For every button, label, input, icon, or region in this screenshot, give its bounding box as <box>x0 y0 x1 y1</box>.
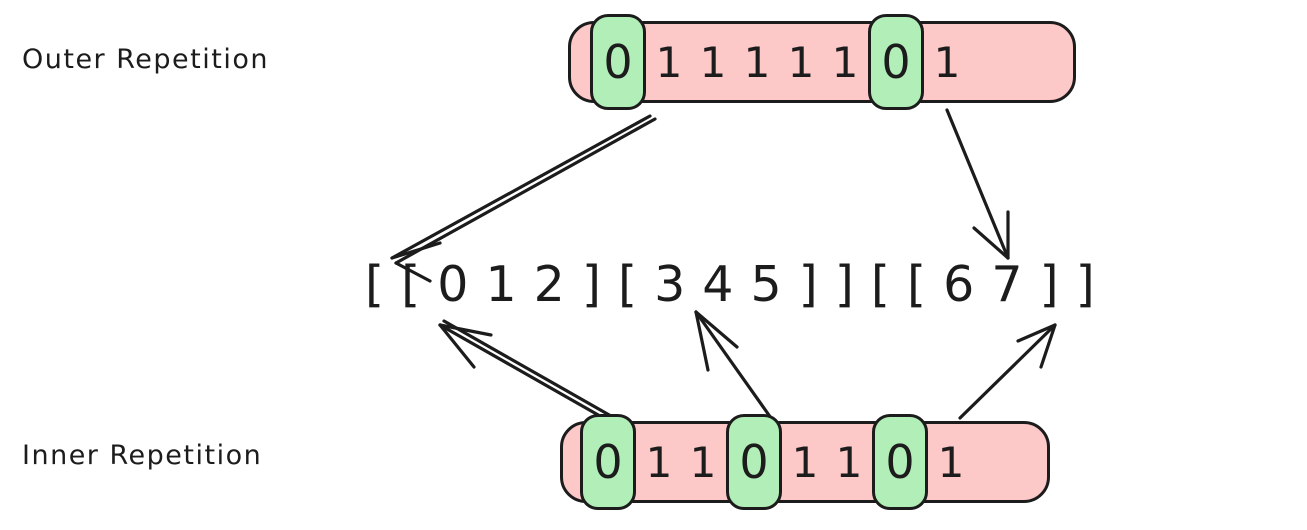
arrow-inner-zero-1 <box>438 319 613 422</box>
nested-list-token-7: 3 <box>654 256 693 313</box>
inner-sequence-cell-0-highlighted: 0 <box>580 414 636 510</box>
inner-sequence-cell-2: 1 <box>689 437 717 487</box>
arrow-inner-zero-3 <box>958 323 1057 420</box>
outer-sequence-cell-3: 1 <box>743 37 771 87</box>
inner-sequence-cell-7: 1 <box>937 437 965 487</box>
nested-list-token-13: [ <box>907 256 934 313</box>
nested-list-token-9: 5 <box>750 256 789 313</box>
nested-list-token-16: ] <box>1039 256 1066 313</box>
inner-repetition-label: Inner Repetition <box>22 440 263 471</box>
outer-repetition-label: Outer Repetition <box>22 44 269 75</box>
outer-sequence-cell-0-highlighted: 0 <box>590 14 646 110</box>
outer-sequence-cell-1: 1 <box>655 37 683 87</box>
inner-sequence-cell-3-highlighted: 0 <box>726 414 782 510</box>
outer-sequence-cell-7: 1 <box>933 37 961 87</box>
nested-list-token-5: ] <box>581 256 608 313</box>
inner-sequence-cell-4: 1 <box>791 437 819 487</box>
arrow-inner-zero-2 <box>694 310 773 420</box>
outer-sequence-cell-2: 1 <box>699 37 727 87</box>
nested-list-token-3: 1 <box>485 256 524 313</box>
nested-list-token-1: [ <box>401 256 428 313</box>
inner-sequence-cell-1: 1 <box>645 437 673 487</box>
nested-list-token-0: [ <box>365 256 392 313</box>
nested-list-token-6: [ <box>617 256 645 313</box>
outer-sequence-cell-5: 1 <box>831 37 859 87</box>
arrow-outer-zero-2 <box>945 108 1010 260</box>
outer-sequence-cell-6-highlighted: 0 <box>868 14 924 110</box>
nested-list-token-17: ] <box>1075 256 1102 313</box>
nested-list-token-4: 2 <box>533 256 572 313</box>
inner-sequence-cell-6-highlighted: 0 <box>872 414 928 510</box>
outer-sequence-cell-4: 1 <box>787 37 815 87</box>
nested-list-token-12: [ <box>870 256 897 313</box>
nested-list-token-11: ] <box>834 256 861 313</box>
nested-list-token-8: 4 <box>702 256 741 313</box>
nested-list-token-2: 0 <box>437 256 476 313</box>
inner-sequence-cell-5: 1 <box>835 437 863 487</box>
nested-list-token-14: 6 <box>943 256 982 313</box>
nested-list-token-10: ] <box>798 256 825 313</box>
nested-list-token-15: 7 <box>991 256 1030 313</box>
